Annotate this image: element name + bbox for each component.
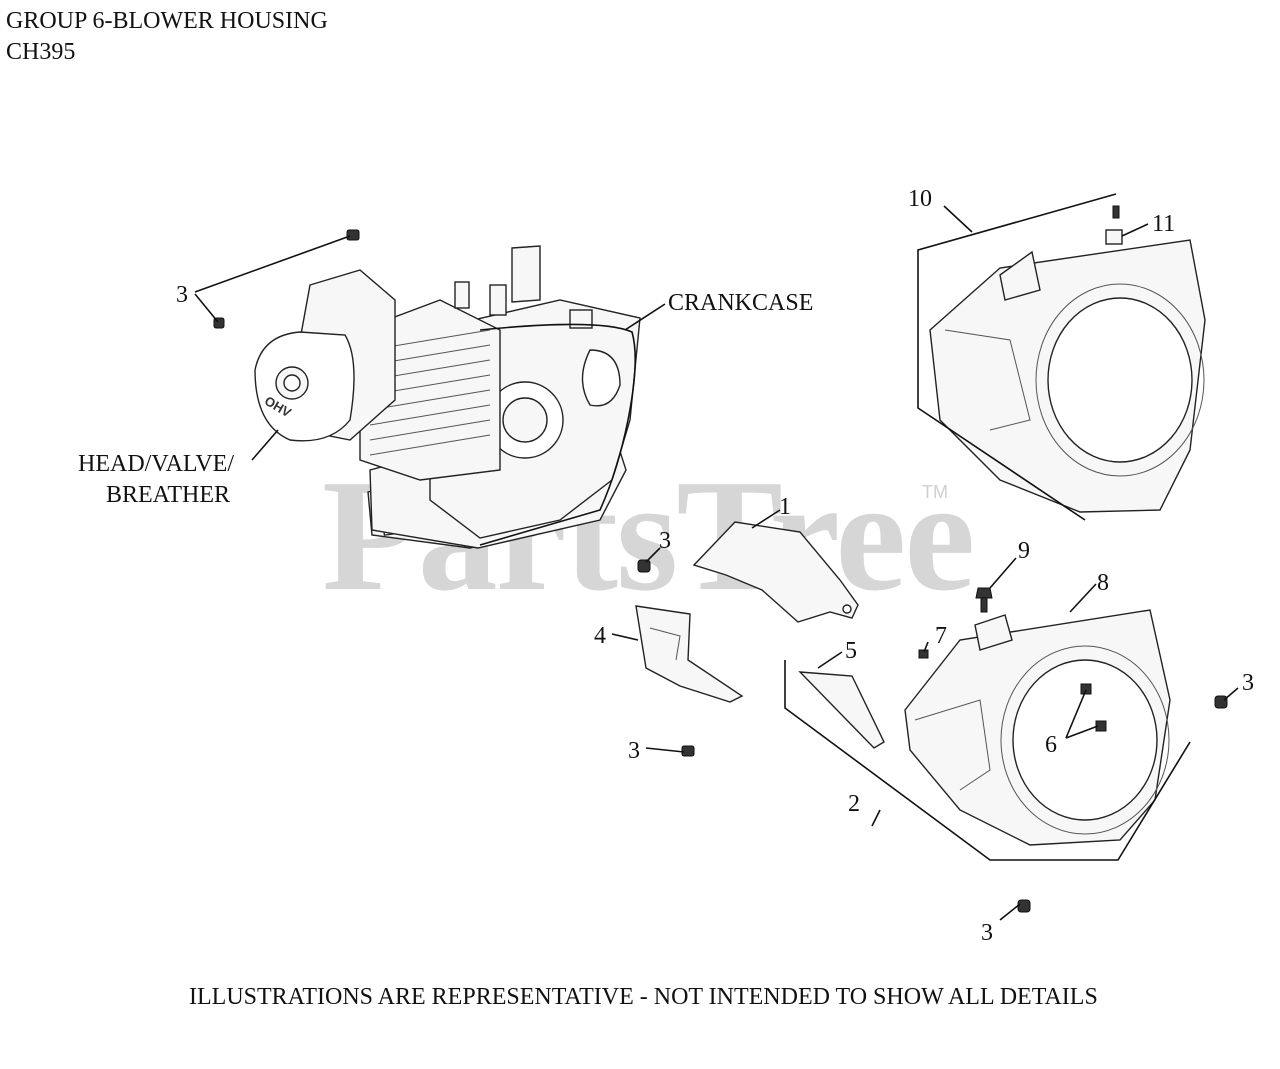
callout-3-c: 3 [628, 738, 640, 764]
part-9-screw [975, 587, 993, 613]
part-4-baffle [635, 605, 744, 703]
callout-3-d: 3 [1242, 670, 1254, 696]
part-11-clip [1105, 205, 1123, 245]
label-crankcase: CRANKCASE [668, 290, 813, 316]
callout-3-b: 3 [659, 528, 671, 554]
callout-6: 6 [1045, 732, 1057, 758]
callout-4: 4 [594, 623, 606, 649]
callout-11: 11 [1152, 211, 1175, 237]
callout-8: 8 [1097, 570, 1109, 596]
callout-3-a: 3 [176, 282, 188, 308]
part-3-screws [213, 229, 1228, 913]
part-1-shroud [692, 521, 859, 623]
group-title: GROUP 6-BLOWER HOUSING [6, 8, 328, 34]
disclaimer-note: ILLUSTRATIONS ARE REPRESENTATIVE - NOT I… [189, 984, 1098, 1010]
callout-1: 1 [779, 494, 791, 520]
callout-2: 2 [848, 791, 860, 817]
leader-lines [194, 193, 1239, 921]
part-8-blower-housing [904, 609, 1171, 846]
part-7-clip [918, 649, 929, 659]
label-head-valve-line1: HEAD/VALVE/ [78, 451, 234, 477]
callout-9: 9 [1018, 538, 1030, 564]
engine-illustration: OHV [254, 245, 641, 549]
callout-3-e: 3 [981, 920, 993, 946]
part-5-plate [798, 671, 885, 749]
callout-10: 10 [908, 186, 932, 212]
part-10-blower-housing [929, 239, 1206, 513]
label-head-valve-line2: BREATHER [106, 482, 230, 508]
callout-7: 7 [935, 623, 947, 649]
callout-5: 5 [845, 638, 857, 664]
watermark-trademark: TM [922, 482, 948, 502]
model-number: CH395 [6, 39, 76, 65]
